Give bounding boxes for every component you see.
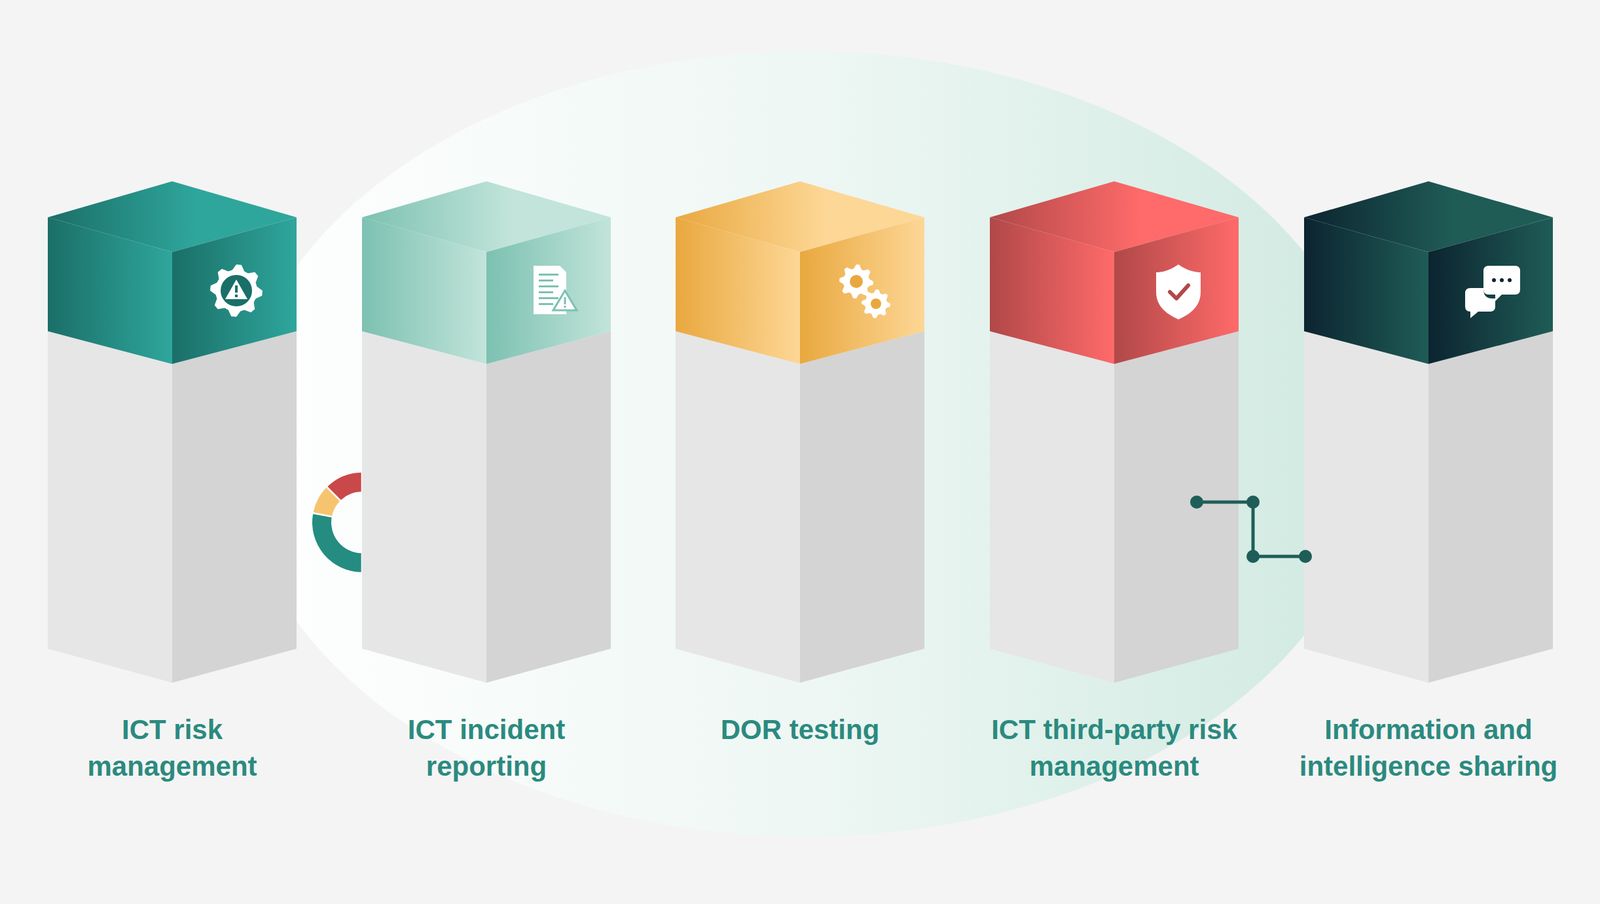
pillar-shape — [47, 181, 297, 683]
circuit-line — [1196, 502, 1306, 557]
pillar-icon — [210, 264, 263, 317]
pillar-label: ICT risk management — [34, 711, 310, 785]
pillar-node: DOR testing — [662, 181, 938, 749]
donut-ring — [312, 472, 362, 573]
backdrop-ellipse — [235, 51, 1377, 837]
pillar-icon — [1465, 265, 1521, 319]
pillar-icon — [839, 264, 891, 319]
pillar-label: ICT third-party risk management — [976, 711, 1252, 785]
pillar-label: ICT incident reporting — [348, 711, 624, 785]
pillar-shape — [989, 181, 1239, 683]
pillar-node: ICT third-party risk management — [976, 181, 1252, 785]
pillar-icon — [533, 265, 577, 315]
pillar-node: ICT risk management — [34, 181, 310, 785]
pillar-node: ICT incident reporting — [348, 181, 624, 785]
pillar-shape — [1304, 181, 1553, 683]
donut-segment — [327, 472, 361, 501]
pillar-label: Information and intelligence sharing — [1290, 711, 1566, 785]
pillar-shape — [675, 181, 925, 683]
pillar-label: DOR testing — [662, 711, 938, 749]
pillar-icon — [1156, 264, 1201, 320]
donut-segment — [312, 513, 362, 573]
circuit-dots — [1190, 495, 1312, 564]
pillar-shape — [362, 181, 611, 683]
pillar-node: Information and intelligence sharing — [1290, 181, 1566, 785]
